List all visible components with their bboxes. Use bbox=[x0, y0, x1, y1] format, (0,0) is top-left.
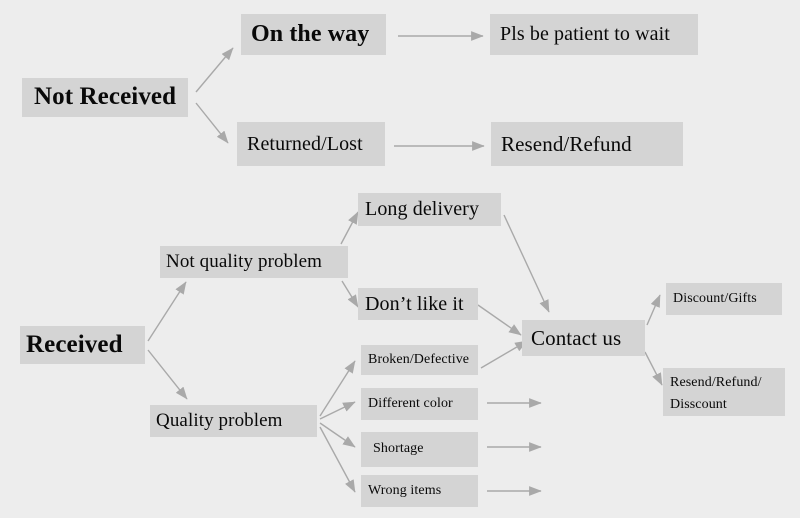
node-label: Wrong items bbox=[368, 482, 442, 498]
node-not-received[interactable]: Not Received bbox=[22, 78, 188, 117]
edge-quality-problem-to-different-color bbox=[319, 401, 356, 420]
node-label: Returned/Lost bbox=[247, 132, 363, 155]
edge-received-to-quality-problem bbox=[147, 349, 188, 400]
node-broken-defective[interactable]: Broken/Defective bbox=[361, 345, 478, 375]
node-wrong-items[interactable]: Wrong items bbox=[361, 475, 478, 507]
edge-not-received-to-returned-lost bbox=[195, 102, 229, 144]
edge-quality-problem-to-shortage bbox=[319, 422, 356, 448]
edge-dont-like-it-to-contact-us bbox=[477, 304, 522, 336]
node-resend-refund[interactable]: Resend/Refund bbox=[491, 122, 683, 166]
node-discount-gifts[interactable]: Discount/Gifts bbox=[666, 283, 782, 315]
edge-long-delivery-to-contact-us bbox=[503, 214, 550, 313]
node-dont-like-it[interactable]: Don’t like it bbox=[358, 288, 478, 320]
node-label: Different color bbox=[368, 395, 453, 411]
edge-not-quality-problem-to-dont-like-it bbox=[341, 280, 359, 308]
node-not-quality-problem[interactable]: Not quality problem bbox=[160, 246, 348, 278]
node-quality-problem[interactable]: Quality problem bbox=[150, 405, 317, 437]
node-label: Quality problem bbox=[156, 410, 283, 432]
node-label: On the way bbox=[251, 20, 370, 47]
edge-contact-us-to-discount-gifts bbox=[646, 294, 661, 326]
node-different-color[interactable]: Different color bbox=[361, 388, 478, 420]
node-label: Discount/Gifts bbox=[673, 290, 757, 306]
edge-received-to-not-quality-problem bbox=[147, 281, 187, 342]
node-label: Broken/Defective bbox=[368, 351, 470, 367]
node-returned-lost[interactable]: Returned/Lost bbox=[237, 122, 385, 166]
edge-not-quality-problem-to-long-delivery bbox=[340, 211, 359, 245]
node-contact-us[interactable]: Contact us bbox=[522, 320, 645, 356]
node-shortage[interactable]: Shortage bbox=[361, 432, 478, 467]
node-label: Not Received bbox=[34, 83, 177, 111]
node-long-delivery[interactable]: Long delivery bbox=[358, 193, 501, 226]
node-label: Don’t like it bbox=[365, 292, 464, 315]
node-resend-refund-disscount[interactable]: Resend/Refund/Disscount bbox=[663, 368, 785, 416]
node-received[interactable]: Received bbox=[20, 326, 145, 364]
node-label: Shortage bbox=[373, 441, 424, 457]
node-on-the-way[interactable]: On the way bbox=[241, 14, 386, 55]
node-label: Pls be patient to wait bbox=[500, 23, 670, 45]
node-label: Not quality problem bbox=[166, 251, 322, 273]
node-label: Received bbox=[26, 330, 123, 358]
node-label-line: Resend/Refund/ bbox=[670, 375, 762, 390]
edge-quality-problem-to-broken-defective bbox=[319, 360, 356, 417]
node-label-line: Disscount bbox=[670, 396, 727, 412]
node-label: Long delivery bbox=[365, 198, 480, 220]
edge-contact-us-to-resend-refund-disscount bbox=[644, 351, 663, 386]
node-pls-be-patient[interactable]: Pls be patient to wait bbox=[490, 14, 698, 55]
node-label: Resend/Refund bbox=[501, 131, 632, 156]
edge-broken-defective-to-contact-us bbox=[480, 340, 528, 369]
edge-not-received-to-on-the-way bbox=[195, 47, 234, 93]
node-label: Contact us bbox=[531, 325, 622, 350]
edge-quality-problem-to-wrong-items bbox=[319, 426, 356, 493]
